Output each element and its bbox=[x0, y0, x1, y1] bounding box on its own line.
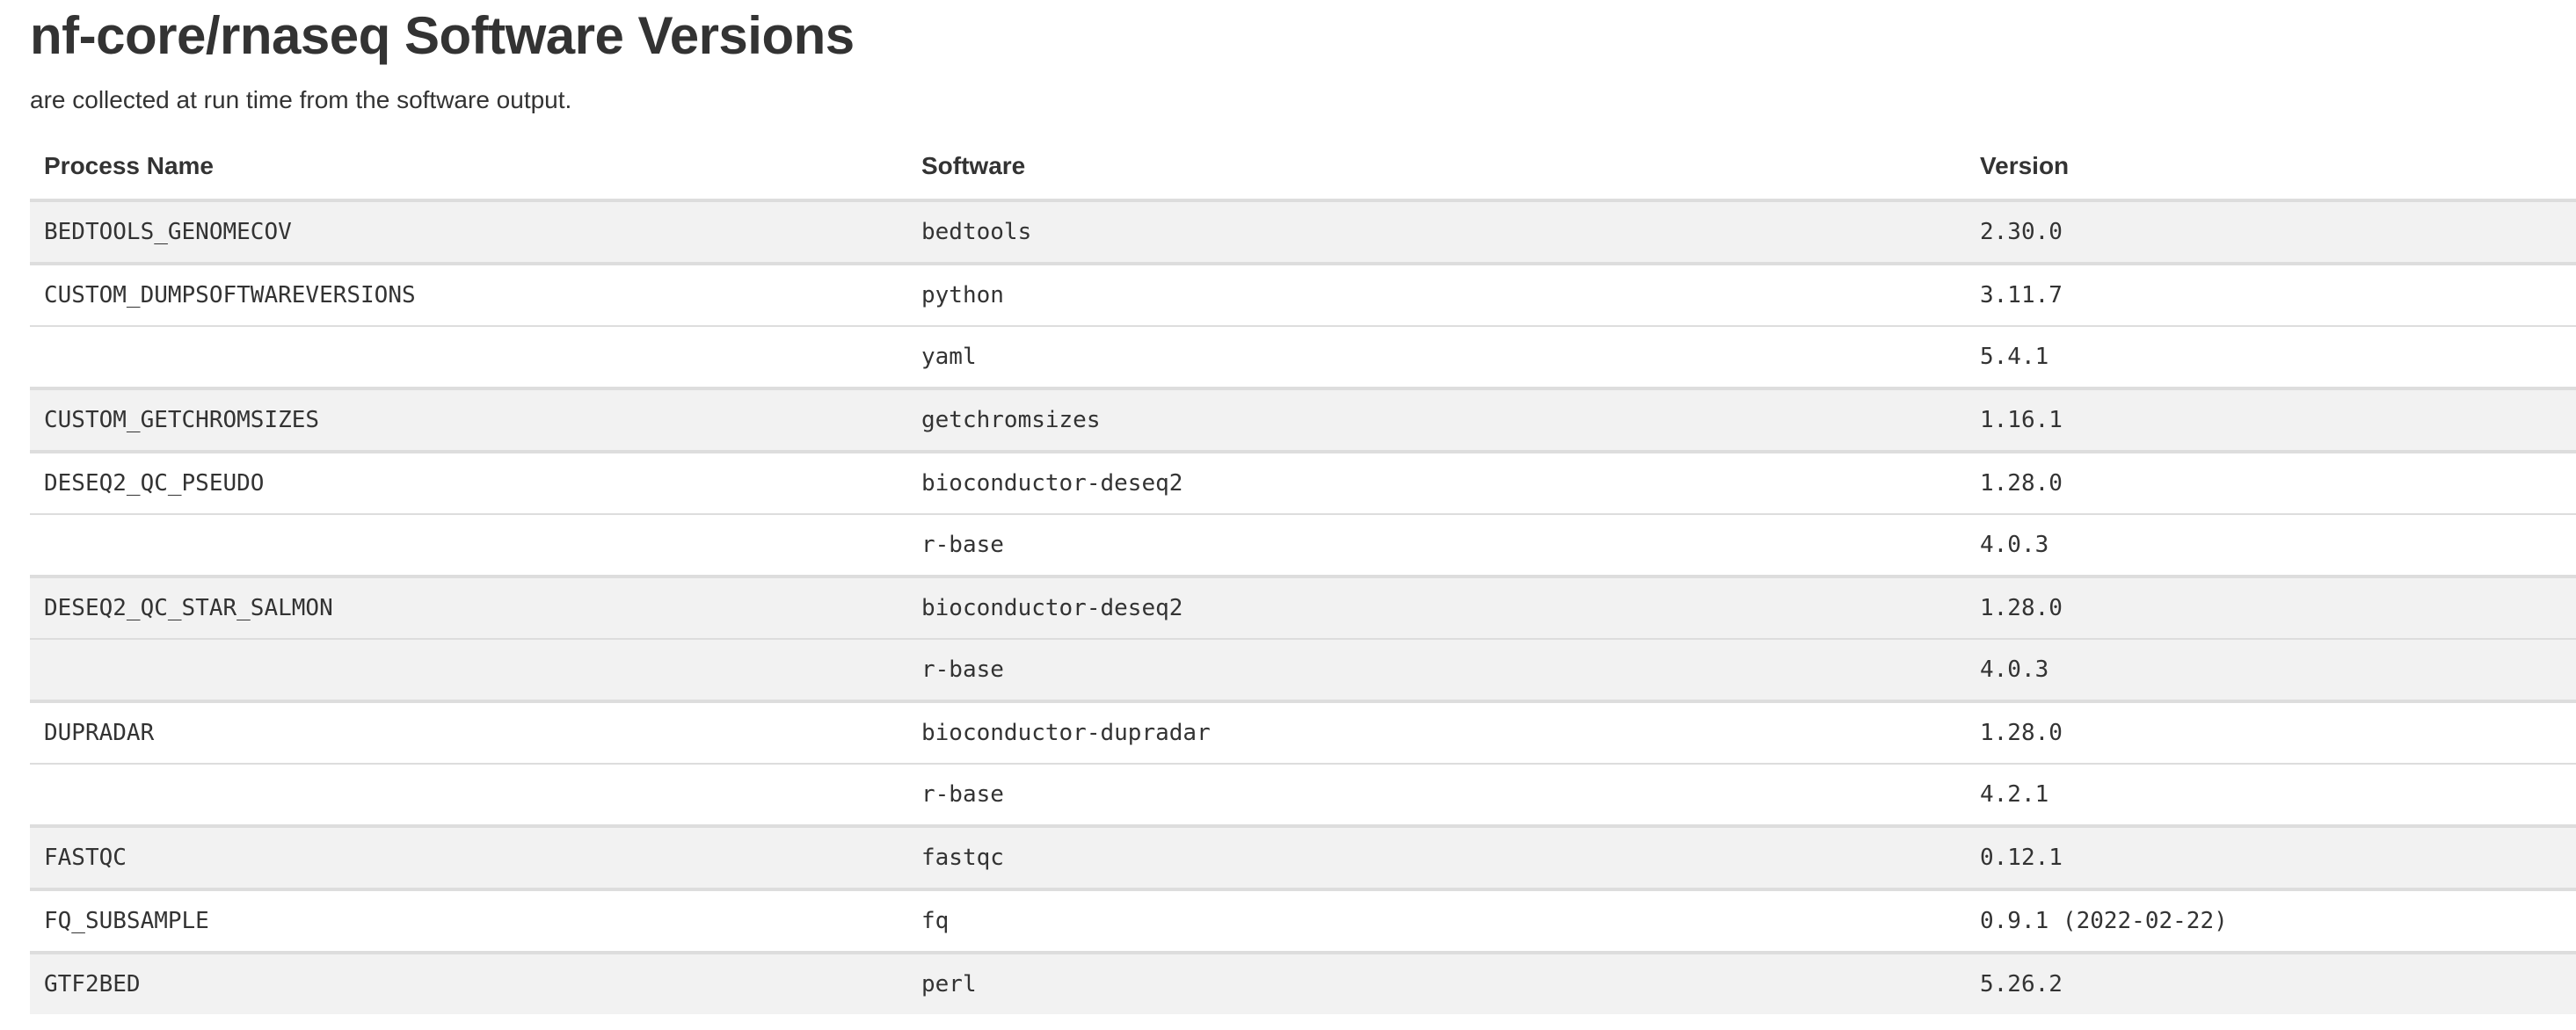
process-name-cell: DESEQ2_QC_STAR_SALMON bbox=[30, 575, 907, 639]
version-cell: 5.26.2 bbox=[1966, 951, 2576, 1014]
software-cell: bioconductor-deseq2 bbox=[907, 575, 1966, 639]
software-versions-page: nf-core/rnaseq Software Versions are col… bbox=[30, 0, 2576, 1014]
process-name-cell bbox=[30, 513, 907, 577]
software-versions-table: Process Name Software Version BEDTOOLS_G… bbox=[30, 134, 2576, 1014]
process-name-cell bbox=[30, 638, 907, 701]
process-name-cell bbox=[30, 763, 907, 826]
column-header-process-name[interactable]: Process Name bbox=[30, 134, 907, 202]
software-cell: yaml bbox=[907, 325, 1966, 388]
process-name-cell: DUPRADAR bbox=[30, 700, 907, 764]
process-name-cell: CUSTOM_GETCHROMSIZES bbox=[30, 387, 907, 452]
software-cell: bedtools bbox=[907, 200, 1966, 264]
version-cell: 0.12.1 bbox=[1966, 824, 2576, 889]
software-cell: perl bbox=[907, 951, 1966, 1014]
software-cell: r-base bbox=[907, 513, 1966, 577]
process-name-cell: FASTQC bbox=[30, 824, 907, 889]
version-cell: 1.28.0 bbox=[1966, 450, 2576, 514]
software-cell: bioconductor-deseq2 bbox=[907, 450, 1966, 514]
software-cell: r-base bbox=[907, 638, 1966, 701]
column-header-version[interactable]: Version bbox=[1966, 134, 2576, 202]
software-cell: bioconductor-dupradar bbox=[907, 700, 1966, 764]
process-name-cell: GTF2BED bbox=[30, 951, 907, 1014]
process-name-cell: DESEQ2_QC_PSEUDO bbox=[30, 450, 907, 514]
software-cell: getchromsizes bbox=[907, 387, 1966, 452]
version-cell: 0.9.1 (2022-02-22) bbox=[1966, 888, 2576, 953]
page-subtitle: are collected at run time from the softw… bbox=[30, 86, 572, 113]
version-cell: 5.4.1 bbox=[1966, 325, 2576, 388]
version-cell: 4.2.1 bbox=[1966, 763, 2576, 826]
page-title: nf-core/rnaseq Software Versions bbox=[30, 6, 855, 65]
process-name-cell bbox=[30, 325, 907, 388]
table-header-row: Process Name Software Version bbox=[30, 134, 2576, 202]
version-cell: 4.0.3 bbox=[1966, 638, 2576, 701]
version-cell: 2.30.0 bbox=[1966, 200, 2576, 264]
software-cell: fastqc bbox=[907, 824, 1966, 889]
column-header-software[interactable]: Software bbox=[907, 134, 1966, 202]
software-cell: r-base bbox=[907, 763, 1966, 826]
version-cell: 1.28.0 bbox=[1966, 700, 2576, 764]
table-header: Process Name Software Version bbox=[30, 134, 2576, 202]
process-name-cell: CUSTOM_DUMPSOFTWAREVERSIONS bbox=[30, 262, 907, 326]
version-cell: 1.16.1 bbox=[1966, 387, 2576, 452]
software-cell: fq bbox=[907, 888, 1966, 953]
version-cell: 3.11.7 bbox=[1966, 262, 2576, 326]
version-cell: 1.28.0 bbox=[1966, 575, 2576, 639]
process-name-cell: FQ_SUBSAMPLE bbox=[30, 888, 907, 953]
process-name-cell: BEDTOOLS_GENOMECOV bbox=[30, 200, 907, 264]
version-cell: 4.0.3 bbox=[1966, 513, 2576, 577]
software-cell: python bbox=[907, 262, 1966, 326]
